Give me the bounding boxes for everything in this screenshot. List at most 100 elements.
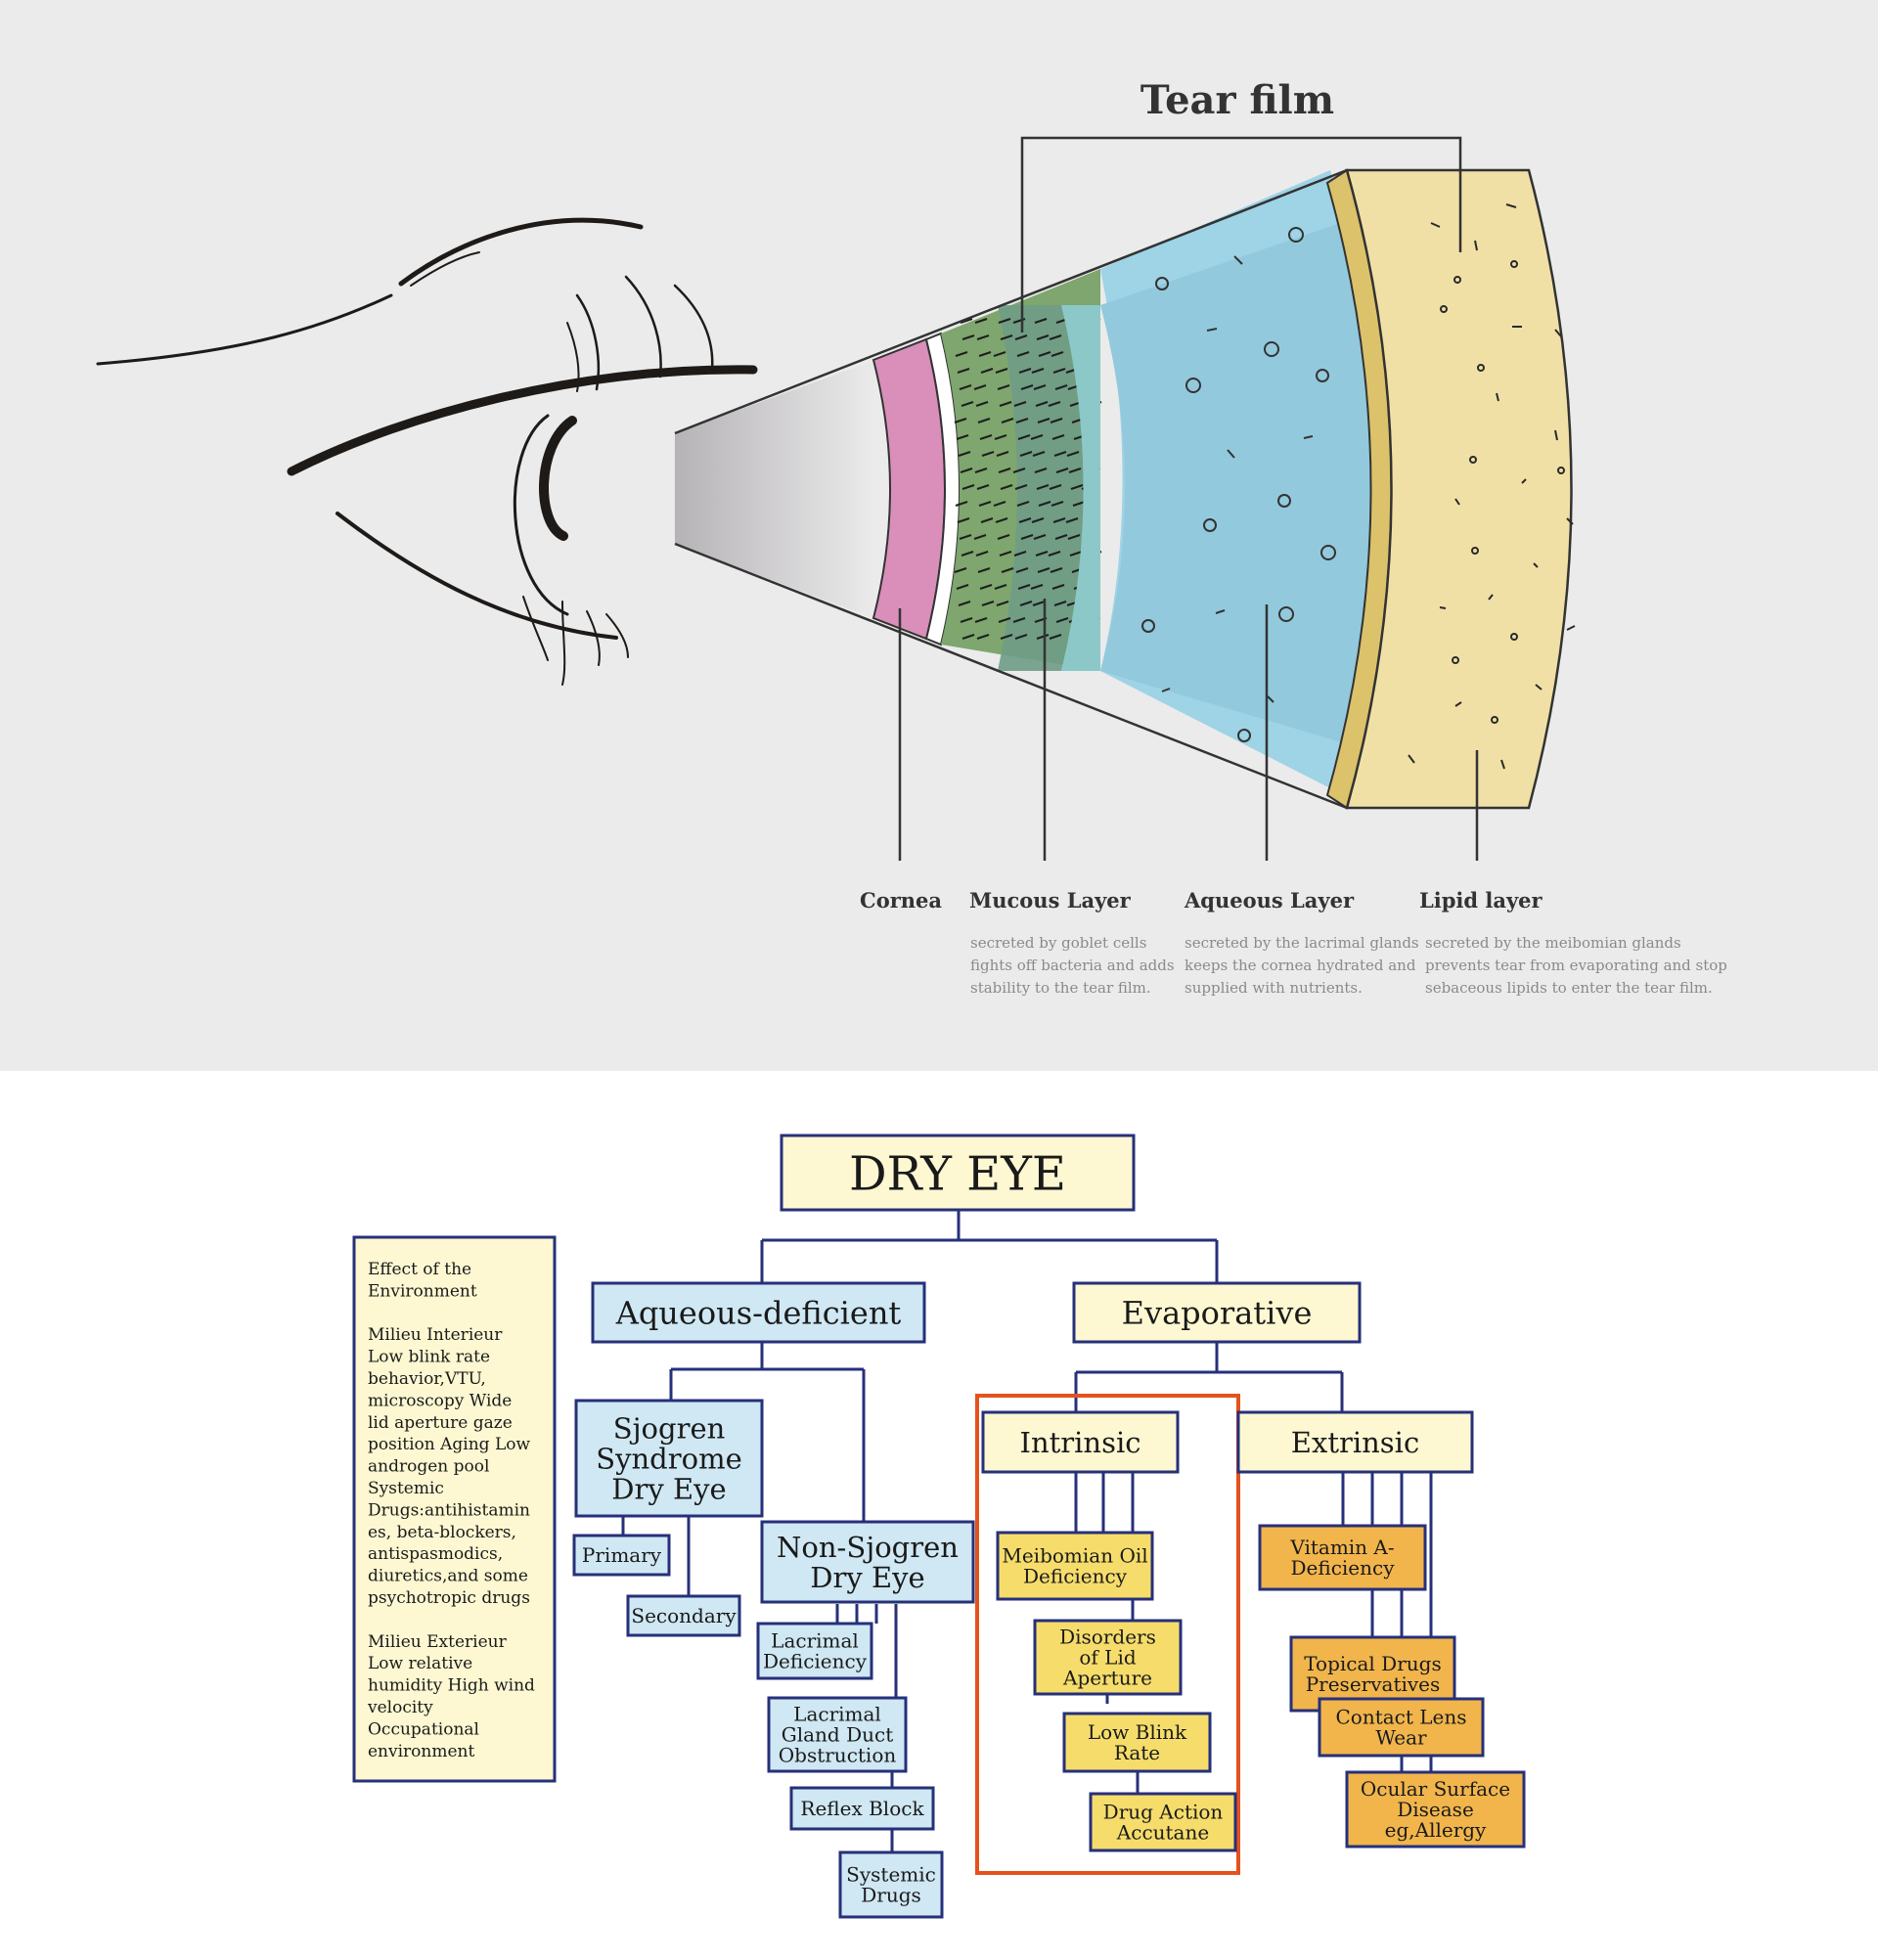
secondary-node: Secondary <box>626 1594 741 1637</box>
lid-aperture-node-text-2: Aperture <box>1062 1667 1152 1690</box>
environment-line-22: environment <box>368 1742 474 1761</box>
layer-label-cornea: Cornea <box>860 888 942 913</box>
sjogren-node-text-0: Sjogren <box>613 1411 726 1445</box>
lacrimal-deficiency-node-text-1: Deficiency <box>763 1650 868 1673</box>
extrinsic-node: Extrinsic <box>1236 1410 1474 1474</box>
drug-action-node-text-1: Accutane <box>1116 1821 1209 1845</box>
tear-film-title: Tear film <box>1140 77 1334 123</box>
aqueous-desc-2: keeps the cornea hydrated and <box>1185 957 1416 974</box>
lipid-desc-3: sebaceous lipids to enter the tear film. <box>1425 979 1713 997</box>
reflex-block-node: Reflex Block <box>789 1786 935 1831</box>
aqueous-desc-3: supplied with nutrients. <box>1185 979 1363 997</box>
layer-label-mucous: Mucous Layer <box>969 888 1132 913</box>
evaporative-node-box <box>1072 1281 1362 1344</box>
non-sjogren-node-box <box>760 1520 975 1604</box>
reflex-block-node-text-0: Reflex Block <box>800 1797 924 1820</box>
dry-eye-flowchart: DRY EYE Aqueous-deficient EvaporativeSjogr… <box>352 1134 1526 1919</box>
aqueous-deficient-node-text-0: Aqueous-deficient <box>615 1295 902 1332</box>
lacrimal-gland-duct-node-box <box>767 1696 908 1773</box>
layer-label-aqueous: Aqueous Layer <box>1184 888 1355 913</box>
lid-aperture-node-box <box>1033 1619 1183 1696</box>
intrinsic-node-text-0: Intrinsic <box>1019 1426 1140 1459</box>
aqueous-deficient-node: Aqueous-deficient <box>591 1281 926 1344</box>
aqueous-deficient-node-box <box>591 1281 926 1344</box>
lacrimal-gland-duct-node-text-1: Gland Duct <box>782 1723 894 1747</box>
topical-drugs-node-text-0: Topical Drugs <box>1304 1652 1441 1675</box>
low-blink-node-box <box>1062 1712 1212 1773</box>
environment-line-10: Systemic <box>368 1479 444 1498</box>
ocular-surface-node-text-2: eg,Allergy <box>1385 1818 1487 1842</box>
lacrimal-deficiency-node-text-0: Lacrimal <box>771 1629 859 1653</box>
meibomian-node-text-0: Meibomian Oil <box>1002 1544 1147 1568</box>
intrinsic-node: Intrinsic <box>981 1410 1180 1474</box>
root-node: DRY EYE <box>780 1134 1136 1212</box>
aqueous-desc-1: secreted by the lacrimal glands <box>1185 934 1419 952</box>
environment-line-21: Occupational <box>368 1719 479 1739</box>
environment-line-7: lid aperture gaze <box>368 1413 513 1433</box>
sjogren-node-text-2: Dry Eye <box>611 1472 726 1505</box>
lacrimal-gland-duct-node-text-2: Obstruction <box>779 1744 897 1767</box>
lacrimal-deficiency-node-box <box>756 1622 873 1680</box>
vitamin-a-node-text-1: Deficiency <box>1290 1556 1395 1580</box>
vitamin-a-node: Vitamin A-Deficiency <box>1258 1524 1427 1591</box>
meibomian-node-text-1: Deficiency <box>1023 1565 1128 1588</box>
lid-aperture-node-text-1: of Lid <box>1079 1646 1136 1670</box>
lipid-desc-2: prevents tear from evaporating and stop <box>1425 957 1727 974</box>
environment-line-12: es, beta-blockers, <box>368 1523 516 1542</box>
ocular-surface-node-text-0: Ocular Surface <box>1361 1777 1510 1801</box>
lipid-desc-1: secreted by the meibomian glands <box>1425 934 1681 952</box>
systemic-drugs-node-text-1: Drugs <box>861 1884 921 1907</box>
light-beam <box>675 360 875 619</box>
non-sjogren-node-text-0: Non-Sjogren <box>777 1531 959 1564</box>
drug-action-node-text-0: Drug Action <box>1103 1801 1224 1824</box>
environment-line-19: humidity High wind <box>368 1676 535 1696</box>
ocular-surface-node-text-1: Disease <box>1397 1798 1474 1821</box>
primary-node: Primary <box>572 1534 671 1577</box>
non-sjogren-node-text-1: Dry Eye <box>810 1561 924 1594</box>
environment-line-18: Low relative <box>368 1654 472 1673</box>
mucous-desc-2: fights off bacteria and adds <box>970 957 1175 974</box>
contact-lens-node-text-1: Wear <box>1375 1726 1427 1750</box>
drug-action-node-box <box>1089 1792 1237 1852</box>
environment-line-20: velocity <box>367 1698 433 1717</box>
root-node-box <box>780 1134 1136 1212</box>
intrinsic-highlight-frame <box>975 1394 1240 1875</box>
systemic-drugs-node-box <box>838 1850 944 1919</box>
flowchart-connectors <box>621 1210 1433 1852</box>
environment-line-0: Effect of the <box>368 1260 471 1279</box>
vitamin-a-node-box <box>1258 1524 1427 1591</box>
eye-drawing <box>96 217 758 686</box>
extrinsic-node-text-0: Extrinsic <box>1291 1426 1419 1459</box>
mucous-desc-3: stability to the tear film. <box>970 979 1151 997</box>
contact-lens-node-box <box>1318 1697 1485 1758</box>
primary-node-text-0: Primary <box>582 1543 662 1567</box>
extrinsic-node-box <box>1236 1410 1474 1474</box>
evaporative-node: Evaporative <box>1072 1281 1362 1344</box>
ocular-surface-node-box <box>1345 1770 1526 1849</box>
root-node-text-0: DRY EYE <box>849 1146 1066 1201</box>
environment-line-11: Drugs:antihistamin <box>368 1500 530 1520</box>
secondary-node-text-0: Secondary <box>631 1604 737 1627</box>
secondary-node-box <box>626 1594 741 1637</box>
vitamin-a-node-text-0: Vitamin A- <box>1289 1536 1394 1559</box>
environment-line-5: behavior,VTU, <box>368 1369 486 1389</box>
lacrimal-gland-duct-node-text-0: Lacrimal <box>793 1703 881 1726</box>
systemic-drugs-node-text-0: Systemic <box>846 1863 936 1887</box>
reflex-block-node-box <box>789 1786 935 1831</box>
environment-line-9: androgen pool <box>368 1457 489 1477</box>
environment-line-6: microscopy Wide <box>368 1391 512 1410</box>
mucous-desc-1: secreted by goblet cells <box>970 934 1146 952</box>
evaporative-node-text-0: Evaporative <box>1122 1295 1313 1332</box>
